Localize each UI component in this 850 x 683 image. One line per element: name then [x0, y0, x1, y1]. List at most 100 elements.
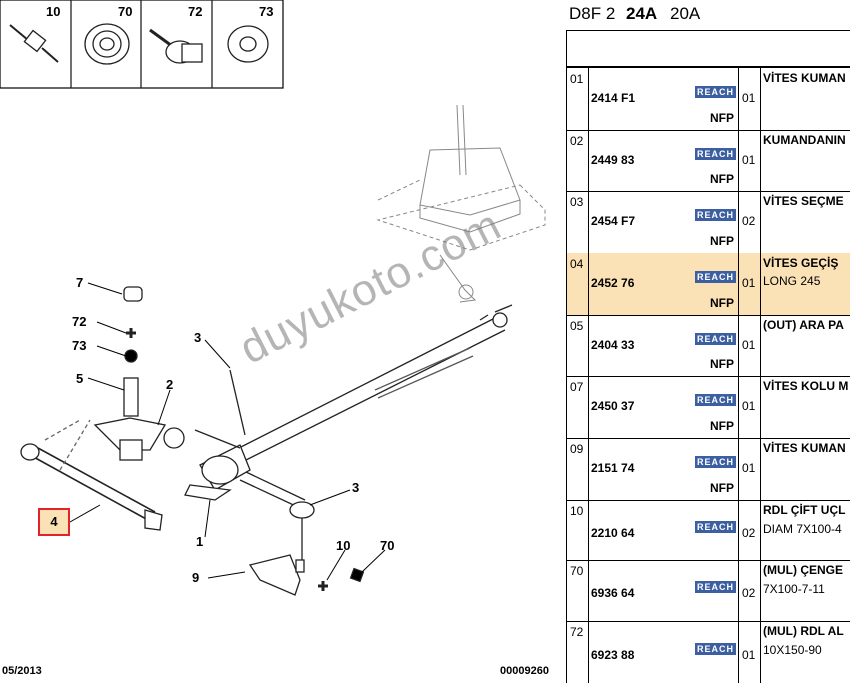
- header-part2: 24A: [626, 4, 658, 23]
- quantity: 01: [742, 461, 756, 475]
- reach-badge: REACH: [695, 148, 736, 160]
- description-line1: (OUT) ARA PA: [763, 318, 844, 332]
- nfp-label: NFP: [710, 481, 734, 495]
- thumb-label-70: 70: [118, 4, 133, 19]
- part-reference: 2449 83: [591, 153, 635, 167]
- row-index: 10: [570, 504, 584, 518]
- header-part1: D8F 2: [569, 4, 616, 23]
- quantity: 01: [742, 276, 756, 290]
- quantity: 02: [742, 586, 756, 600]
- reach-badge: REACH: [695, 643, 736, 655]
- description-line1: VİTES KUMAN: [763, 71, 846, 85]
- table-row[interactable]: 10 2210 64 REACH 02 RDL ÇİFT UÇL DIAM 7X100-4: [566, 500, 850, 561]
- description-line1: VİTES SEÇME: [763, 194, 844, 208]
- callout-70[interactable]: 70: [380, 538, 395, 553]
- row-index: 70: [570, 564, 584, 578]
- callout-73[interactable]: 73: [72, 338, 87, 353]
- callout-10[interactable]: 10: [336, 538, 351, 553]
- gear-lever-housing: [376, 104, 546, 303]
- quantity: 02: [742, 214, 756, 228]
- callout-7[interactable]: 7: [76, 275, 84, 290]
- row-index: 09: [570, 442, 584, 456]
- table-row[interactable]: 03 2454 F7 REACH 02 VİTES SEÇME NFP: [566, 191, 850, 254]
- callout-4-highlighted[interactable]: 4: [38, 508, 70, 536]
- fastener-markers: [126, 328, 365, 591]
- reach-badge: REACH: [695, 86, 736, 98]
- part-reference: 2450 37: [591, 399, 635, 413]
- flanged-screw-icon[interactable]: [149, 28, 203, 64]
- selector-rod-lower: [239, 471, 315, 560]
- table-row[interactable]: 72 6923 88 REACH 01 (MUL) RDL AL 10X150-90: [566, 621, 850, 683]
- rocker-assembly: [93, 286, 185, 461]
- description-line2: 7X100-7-11: [763, 582, 825, 596]
- callout-5[interactable]: 5: [76, 371, 84, 386]
- table-row[interactable]: 04 2452 76 REACH 01 VİTES GEÇİŞ NFP LONG 245: [566, 253, 850, 316]
- description-line2: 10X150-90: [763, 643, 822, 657]
- stud-icon[interactable]: [9, 24, 59, 63]
- quantity: 01: [742, 91, 756, 105]
- part-reference: 2210 64: [591, 526, 635, 540]
- reach-badge: REACH: [695, 333, 736, 345]
- washer-icon[interactable]: [227, 25, 269, 63]
- description-line1: VİTES GEÇİŞ: [763, 256, 839, 270]
- header-rule: [566, 66, 850, 68]
- callout-1[interactable]: 1: [196, 534, 204, 549]
- row-index: 03: [570, 195, 584, 209]
- callout-3-upper[interactable]: 3: [194, 330, 202, 345]
- header-part3: 20A: [670, 4, 701, 23]
- quantity: 02: [742, 526, 756, 540]
- quantity: 01: [742, 338, 756, 352]
- callout-3-lower[interactable]: 3: [352, 480, 360, 495]
- thumb-label-73: 73: [259, 4, 274, 19]
- reach-badge: REACH: [695, 521, 736, 533]
- description-line2: DIAM 7X100-4: [763, 522, 842, 536]
- exploded-diagram: 10 70 72 73 7 72 73 5 3 2 4 1 3 9 10 70 …: [0, 0, 549, 677]
- description-line1: VİTES KUMAN: [763, 441, 846, 455]
- part-reference: 6923 88: [591, 648, 635, 662]
- thumb-label-72: 72: [188, 4, 203, 19]
- reach-badge: REACH: [695, 394, 736, 406]
- description-line2: LONG 245: [763, 274, 821, 288]
- diagram-code: 00009260: [500, 665, 549, 677]
- reach-badge: REACH: [695, 581, 736, 593]
- reach-badge: REACH: [695, 456, 736, 468]
- row-index: 04: [570, 257, 584, 271]
- description-line1: VİTES KOLU M: [763, 379, 849, 393]
- nfp-label: NFP: [710, 172, 734, 186]
- reach-badge: REACH: [695, 271, 736, 283]
- description-line1: KUMANDANIN: [763, 133, 846, 147]
- part-reference: 2151 74: [591, 461, 635, 475]
- part-reference: 2452 76: [591, 276, 635, 290]
- row-index: 01: [570, 72, 584, 86]
- callout-9[interactable]: 9: [192, 570, 200, 585]
- diagram-date: 05/2013: [2, 665, 42, 677]
- table-row[interactable]: 09 2151 74 REACH 01 VİTES KUMAN NFP: [566, 438, 850, 501]
- gear-change-rod: [20, 419, 163, 531]
- part-reference: 2404 33: [591, 338, 635, 352]
- callout-2[interactable]: 2: [166, 377, 174, 392]
- part-reference: 2454 F7: [591, 214, 636, 228]
- link-rod-dashed: [374, 347, 474, 399]
- description-line1: (MUL) RDL AL: [763, 624, 844, 638]
- diagram-canvas: [0, 0, 546, 596]
- locking-nut-icon[interactable]: [84, 23, 130, 65]
- callout-72[interactable]: 72: [72, 314, 87, 329]
- row-index: 07: [570, 380, 584, 394]
- nfp-label: NFP: [710, 357, 734, 371]
- leader-lines: [69, 282, 386, 581]
- nfp-label: NFP: [710, 296, 734, 310]
- table-header: D8F 2 24A 20A: [566, 0, 850, 30]
- bracket: [248, 554, 305, 596]
- quantity: 01: [742, 648, 756, 662]
- description-line1: RDL ÇİFT UÇL: [763, 503, 846, 517]
- quantity: 01: [742, 399, 756, 413]
- row-index: 72: [570, 625, 584, 639]
- reach-badge: REACH: [695, 209, 736, 221]
- nfp-label: NFP: [710, 234, 734, 248]
